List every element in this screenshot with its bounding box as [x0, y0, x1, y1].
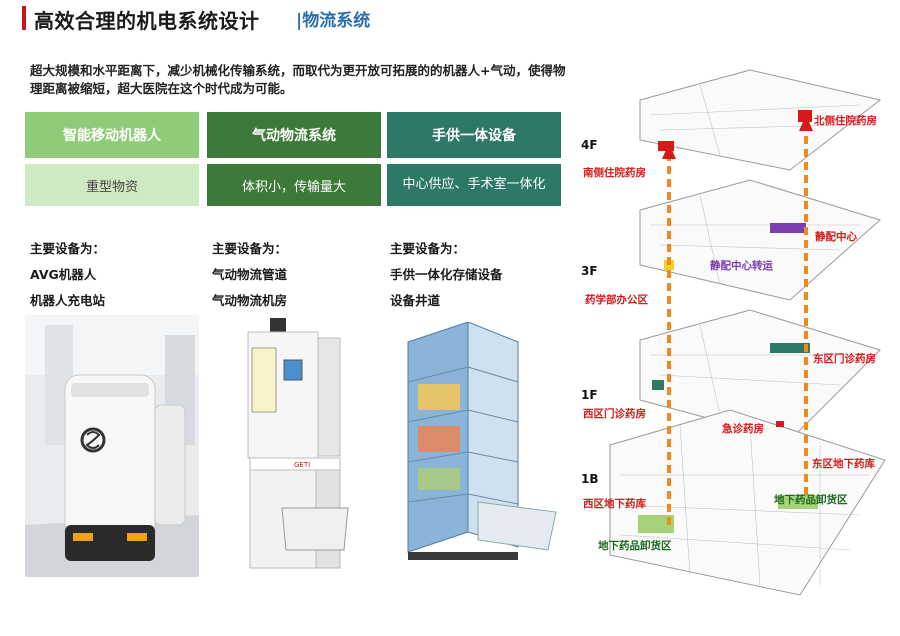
- page-subtitle: |物流系统: [296, 11, 371, 31]
- intro-text: 超大规模和水平距离下，减少机械化传输系统，而取代为更开放可拓展的的机器人+气动，…: [30, 63, 566, 96]
- category-supply: 手供一体设备: [387, 112, 561, 158]
- storage-device-photo: [407, 322, 557, 560]
- category-pneumatic-desc: 体积小，传输量大: [207, 164, 381, 206]
- category-robot-desc: 重型物资: [25, 164, 199, 206]
- equip-item: 手供一体化存储设备: [390, 267, 503, 282]
- equip-list-pneumatic: 主要设备为： 气动物流管道 气动物流机房: [212, 236, 287, 314]
- zone-unloading-east: 地下药品卸货区: [774, 494, 848, 506]
- zone-iv-transfer: 静配中心转运: [710, 260, 773, 272]
- zone-unloading-west: 地下药品卸货区: [598, 540, 672, 552]
- zone-east-basement: 东区地下药库: [812, 458, 875, 470]
- zone-east-outpatient: 东区门诊药房: [813, 353, 876, 365]
- pneumatic-station-photo: GETI: [247, 318, 349, 569]
- equip-list-robot: 主要设备为： AVG机器人 机器人充电站: [30, 236, 105, 314]
- category-pneumatic: 气动物流系统: [207, 112, 381, 158]
- zone-west-basement: 西区地下药库: [583, 498, 646, 510]
- zone-south-pharmacy: 南侧住院药房: [583, 167, 646, 179]
- equip-title: 主要设备为：: [212, 241, 288, 256]
- zone-emergency-pharmacy: 急诊药房: [722, 423, 764, 435]
- floor-label-1f: 1F: [581, 388, 598, 402]
- equip-list-supply: 主要设备为： 手供一体化存储设备 设备井道: [390, 236, 503, 314]
- equip-item: AVG机器人: [30, 267, 97, 282]
- floor-label-3f: 3F: [581, 264, 598, 278]
- equip-title: 主要设备为：: [30, 241, 106, 256]
- robot-photo: [25, 315, 199, 577]
- category-robot: 智能移动机器人: [25, 112, 199, 158]
- equip-item: 气动物流管道: [212, 267, 288, 282]
- equip-item: 气动物流机房: [212, 293, 288, 308]
- page-title: 高效合理的机电系统设计: [34, 9, 260, 33]
- floor-logistics-diagram: [609, 69, 886, 596]
- floor-label-1b: 1B: [581, 472, 599, 486]
- zone-west-outpatient: 西区门诊药房: [583, 408, 646, 420]
- category-supply-desc: 中心供应、手术室一体化: [387, 164, 561, 206]
- zone-iv-center: 静配中心: [815, 231, 857, 243]
- equip-item: 设备井道: [390, 293, 441, 308]
- title-accent-bar: [22, 6, 26, 30]
- zone-north-pharmacy: 北侧住院药房: [814, 115, 877, 127]
- floor-label-4f: 4F: [581, 138, 598, 152]
- zone-pharmacy-office: 药学部办公区: [585, 294, 648, 306]
- svg-text:GETI: GETI: [294, 461, 310, 469]
- equip-item: 机器人充电站: [30, 293, 106, 308]
- equip-title: 主要设备为：: [390, 241, 466, 256]
